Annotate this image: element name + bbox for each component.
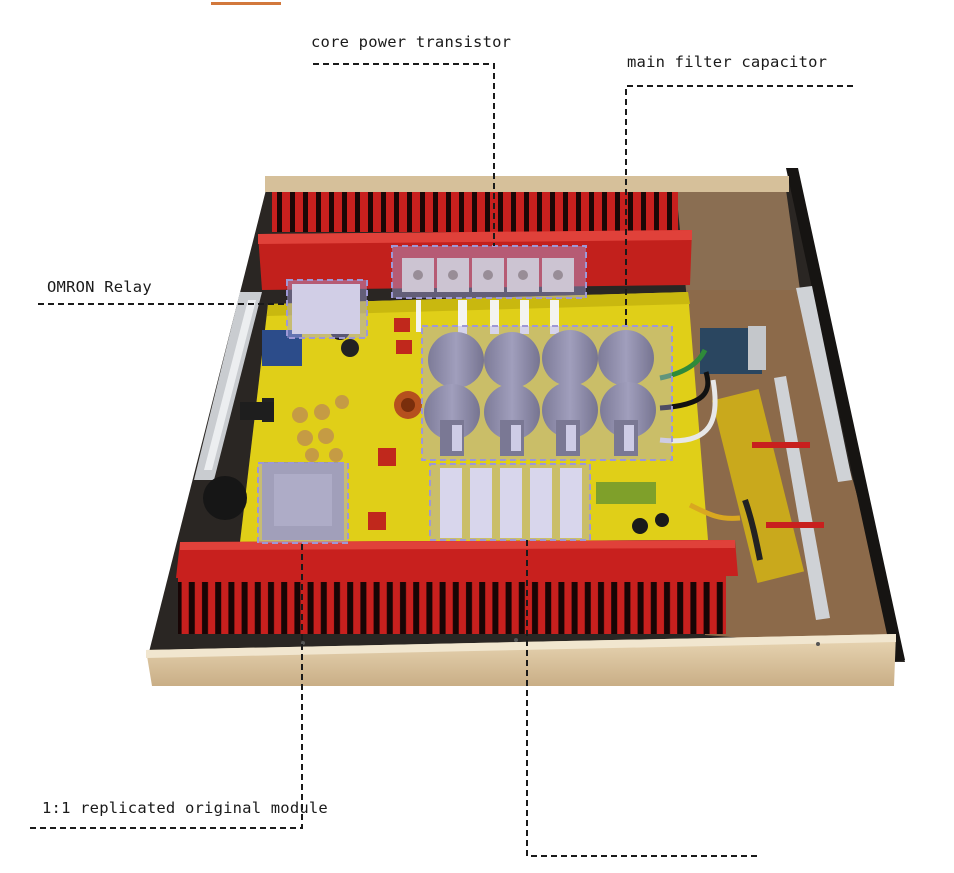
bottom-heatsink (176, 540, 738, 634)
label-core-power-transistor: core power transistor (311, 33, 512, 51)
left-rail (194, 292, 262, 480)
transistor-row (402, 258, 574, 292)
highlight-overlays (257, 245, 673, 544)
resistor-row (440, 468, 582, 538)
leader-lines (30, 63, 853, 857)
power-inlet-area (659, 326, 824, 584)
top-heatsink (258, 192, 692, 290)
input-module (262, 462, 344, 540)
relay (292, 284, 360, 334)
input-connectors (203, 402, 274, 520)
label-replicated-module: 1:1 replicated original module (42, 799, 328, 817)
capacitor-bank (424, 330, 656, 456)
label-omron-relay: OMRON Relay (47, 278, 152, 296)
accent-bar (211, 2, 281, 5)
front-panel (146, 634, 896, 686)
right-rails (774, 286, 852, 620)
label-main-filter-capacitor: main filter capacitor (627, 53, 828, 71)
